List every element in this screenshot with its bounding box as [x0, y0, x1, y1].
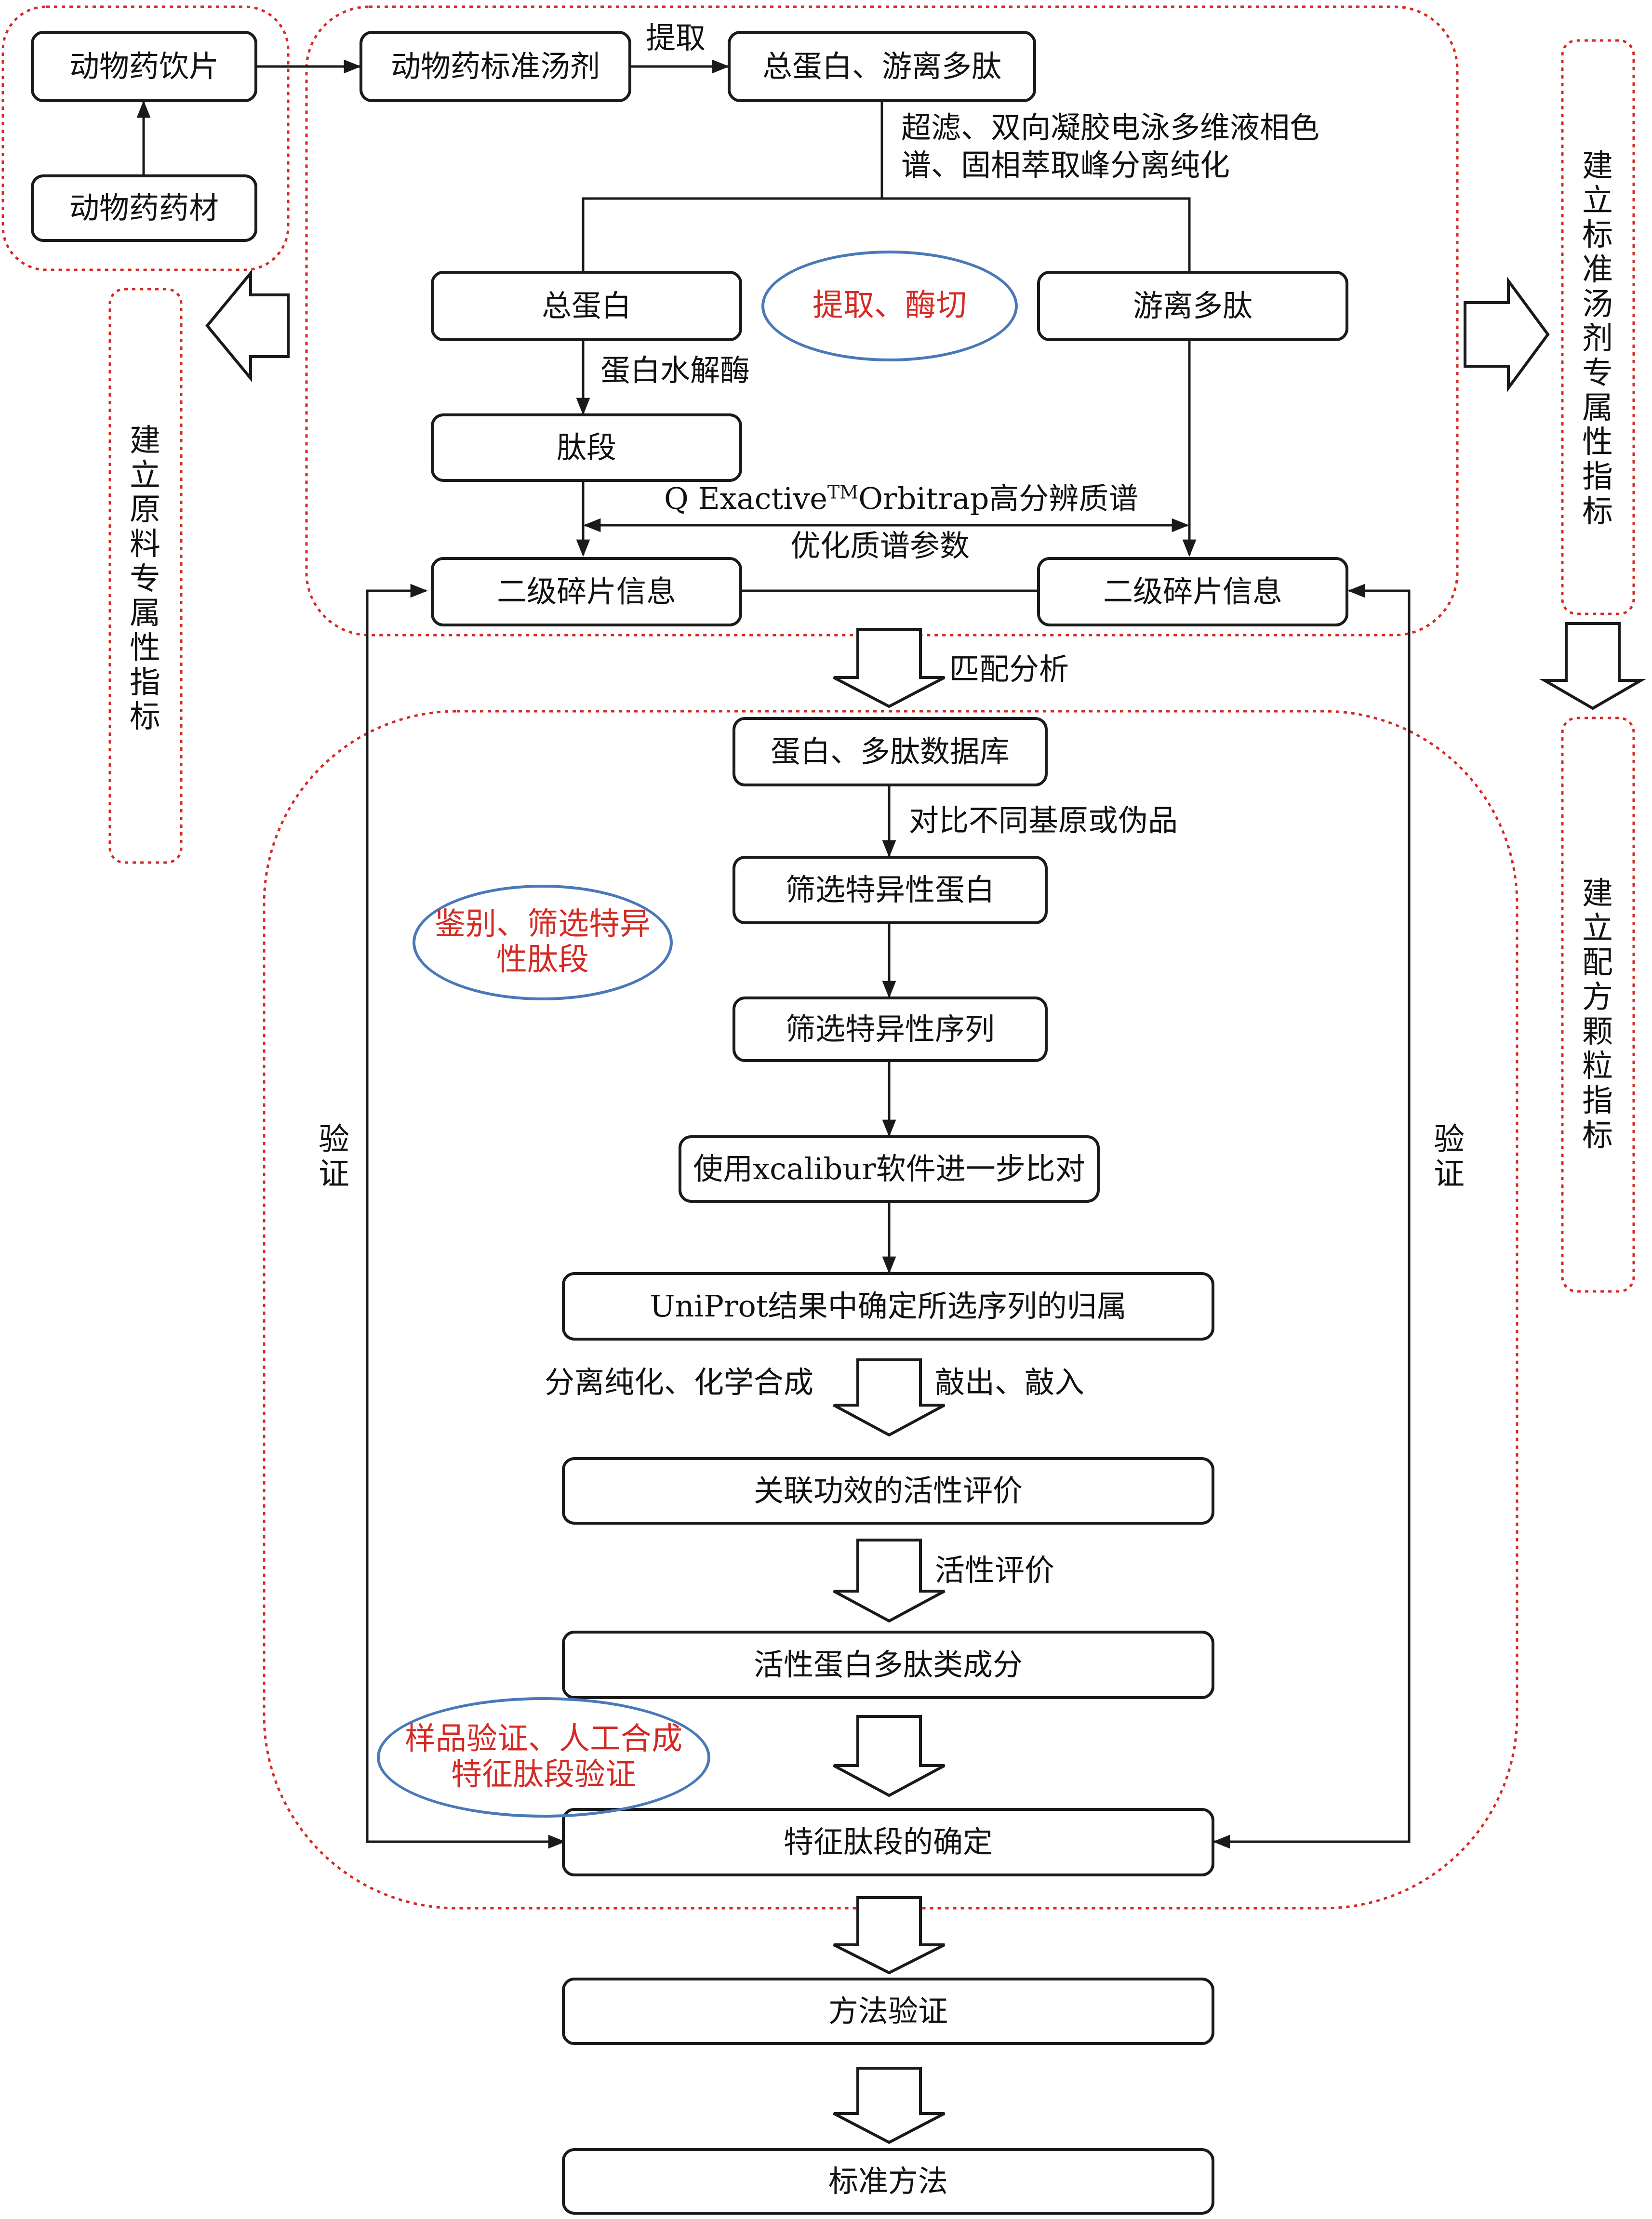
label-protease: 蛋白水解酶: [600, 353, 750, 388]
ellipse-sample-verify: 样品验证、人工合成特征肽段验证: [377, 1697, 710, 1818]
node-ms2-right: 二级碎片信息: [1037, 557, 1348, 626]
ellipse-extract-digest: 提取、酶切: [761, 251, 1018, 361]
node-activity-eval: 关联功效的活性评价: [562, 1457, 1214, 1525]
node-tangji: 动物药标准汤剂: [360, 31, 631, 102]
hollow-arrow-right: [1464, 276, 1550, 393]
side-label-raw-material: 建立原料专属性指标: [130, 423, 160, 735]
node-active-components: 活性蛋白多肽类成分: [562, 1631, 1214, 1699]
label-compare-origins: 对比不同基原或伪品: [909, 803, 1178, 838]
node-yaocai: 动物药药材: [31, 174, 257, 242]
label-purify-synthesis: 分离纯化、化学合成: [545, 1365, 814, 1400]
ellipse-identify-screen: 鉴别、筛选特异性肽段: [413, 885, 673, 1000]
node-ms2-left: 二级碎片信息: [431, 557, 742, 626]
region-raw-material: [1, 5, 290, 271]
hollow-arrow-marker: [833, 1715, 946, 1797]
node-yinpian: 动物药饮片: [31, 31, 257, 102]
node-total-protein: 总蛋白: [431, 271, 742, 341]
hollow-arrow-activity: [833, 1539, 946, 1623]
node-marker-confirm: 特征肽段的确定: [562, 1808, 1214, 1876]
node-database: 蛋白、多肽数据库: [733, 717, 1048, 786]
hollow-arrow-standard: [833, 2067, 946, 2144]
hollow-arrow-validation: [833, 1896, 946, 1975]
label-ms-instrument-post: Orbitrap高分辨质谱: [858, 481, 1139, 516]
label-knock: 敲出、敲入: [935, 1365, 1085, 1400]
label-ms-instrument-tm: TM: [827, 481, 859, 503]
label-activity: 活性评价: [935, 1553, 1055, 1588]
label-match-analysis: 匹配分析: [949, 651, 1069, 687]
node-peptide-segment: 肽段: [431, 413, 742, 482]
label-ms-instrument: Q ExactiveTMOrbitrap高分辨质谱: [664, 480, 1138, 518]
label-ms-instrument-pre: Q Exactive: [664, 481, 827, 516]
hollow-arrow-purify: [833, 1358, 946, 1437]
arrow-verify-right: [1212, 584, 1411, 1849]
label-verify-right: 验证: [1434, 1122, 1465, 1192]
node-screen-protein: 筛选特异性蛋白: [733, 856, 1048, 924]
label-separation: 超滤、双向凝胶电泳多维液相色谱、固相萃取峰分离纯化: [901, 110, 1320, 183]
node-screen-sequence: 筛选特异性序列: [733, 997, 1048, 1062]
side-label-formula-granule: 建立配方颗粒指标: [1582, 876, 1613, 1154]
node-xcalibur: 使用xcalibur软件进一步比对: [679, 1135, 1100, 1203]
label-verify-left: 验证: [319, 1122, 349, 1192]
label-ms-params: 优化质谱参数: [790, 528, 970, 563]
label-extract: 提取: [646, 20, 706, 55]
node-standard-method: 标准方法: [562, 2148, 1214, 2215]
node-method-validation: 方法验证: [562, 1978, 1214, 2045]
arrow-verify-left: [366, 584, 566, 1849]
hollow-arrow-match: [833, 628, 946, 708]
hollow-arrow-down-right: [1539, 622, 1647, 710]
hollow-arrow-left: [205, 269, 290, 383]
side-label-standard-decoction: 建立标准汤剂专属性指标: [1582, 148, 1613, 530]
node-uniprot: UniProt结果中确定所选序列的归属: [562, 1272, 1214, 1341]
node-free-peptide: 游离多肽: [1037, 271, 1348, 341]
region-screening: [263, 710, 1519, 1910]
node-total-protein-peptide: 总蛋白、游离多肽: [728, 31, 1036, 102]
branch-split: [582, 197, 1191, 271]
